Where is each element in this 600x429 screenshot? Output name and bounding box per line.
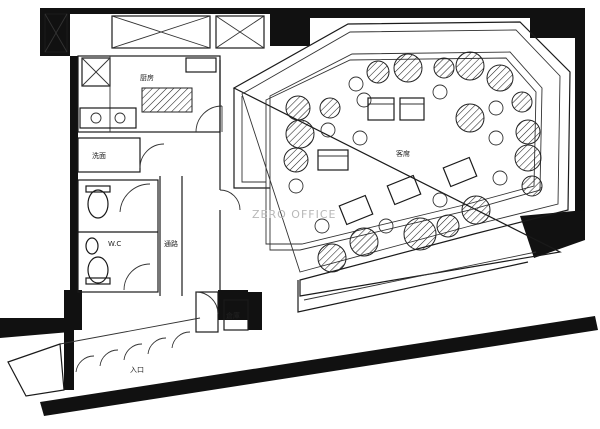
round-table — [366, 60, 390, 84]
sofa — [399, 97, 425, 121]
kitchen-counter — [141, 87, 193, 113]
stool — [356, 92, 372, 108]
stool — [348, 76, 364, 92]
stool — [378, 218, 394, 234]
stool — [492, 170, 508, 186]
sofa — [338, 194, 374, 226]
round-table — [515, 119, 541, 145]
stool — [432, 192, 448, 208]
service-shafts — [44, 13, 265, 87]
round-tables — [283, 51, 543, 273]
stool — [320, 122, 336, 138]
round-table — [455, 103, 485, 133]
round-table — [403, 217, 437, 251]
round-table — [436, 214, 460, 238]
round-table — [461, 195, 491, 225]
corridor: 通路 — [159, 60, 241, 296]
toilet-area: 洗面 W.C — [77, 137, 165, 293]
entrance-area: 入口 — [7, 317, 201, 397]
kitchen-sink — [79, 107, 137, 129]
round-table — [486, 64, 514, 92]
label-lounge: 客席 — [396, 149, 410, 158]
stool — [432, 84, 448, 100]
round-table — [285, 95, 311, 121]
round-table — [433, 57, 455, 79]
sofa — [442, 156, 478, 188]
label-toilet-a: 洗面 — [92, 151, 106, 160]
round-table — [511, 91, 533, 113]
sofa-seating: 客席 — [317, 97, 478, 226]
round-table — [514, 144, 542, 172]
round-table — [521, 175, 543, 197]
stools — [288, 76, 508, 234]
label-storage: 倉庫 — [226, 311, 240, 320]
round-table — [349, 227, 379, 257]
stool — [352, 130, 368, 146]
sofa — [367, 97, 395, 121]
label-entrance: 入口 — [130, 366, 144, 374]
label-corridor: 通路 — [164, 239, 178, 248]
toilet-bowl-upper — [87, 189, 109, 219]
storage-room: 倉庫 — [195, 291, 249, 333]
kitchen-area: 厨房 — [77, 55, 223, 133]
round-table — [317, 243, 347, 273]
label-toilet-b: W.C — [108, 240, 121, 248]
sofa — [386, 174, 422, 206]
watermark-text: ZERO OFFICE — [252, 208, 336, 221]
stool — [314, 218, 330, 234]
outer-walls — [0, 8, 598, 416]
toilet-bowl-lower — [87, 256, 109, 284]
stool — [488, 100, 504, 116]
stool — [288, 178, 304, 194]
round-table — [319, 97, 341, 119]
round-table — [393, 53, 423, 83]
round-table — [455, 51, 485, 81]
sofa — [317, 149, 349, 171]
stool — [488, 130, 504, 146]
label-kitchen: 厨房 — [140, 73, 154, 82]
round-table — [283, 147, 309, 173]
round-table — [285, 119, 315, 149]
